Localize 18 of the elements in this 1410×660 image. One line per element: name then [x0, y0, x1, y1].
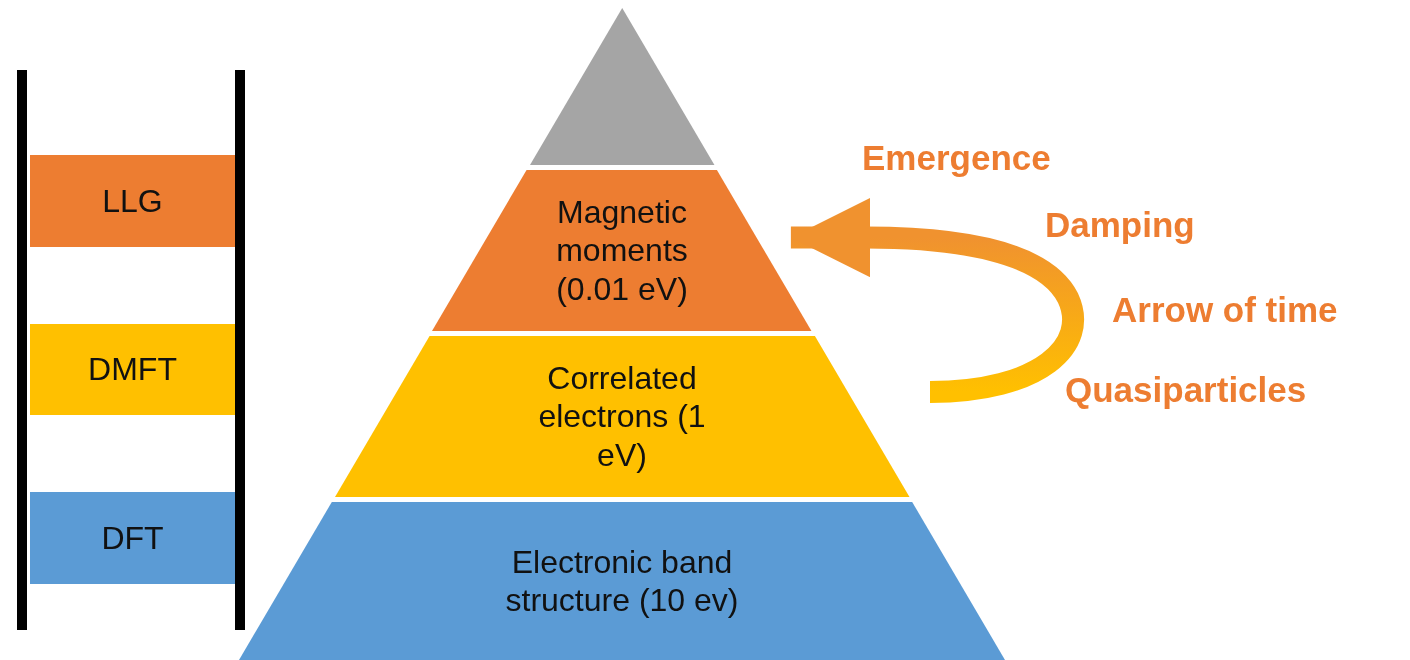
method-bar — [30, 492, 235, 584]
layer-label: Magnetic moments (0.01 eV) — [555, 192, 689, 309]
annotation-text: Quasiparticles — [1065, 370, 1307, 410]
pyramid-layer — [239, 502, 1005, 660]
method-label: DFT — [101, 518, 164, 558]
pyramid-layer — [432, 170, 812, 331]
pyramid-apex — [529, 8, 715, 165]
pyramid-layer — [334, 336, 910, 497]
method-bar — [30, 324, 235, 415]
curved-arrow — [790, 198, 1084, 403]
annotation-text: Damping — [1045, 205, 1195, 245]
method-label: DMFT — [88, 350, 177, 389]
method-label: LLG — [102, 181, 163, 221]
annotation-text: Emergence — [862, 138, 1051, 178]
method-bar — [30, 155, 235, 247]
annotation-text: Arrow of time — [1112, 290, 1338, 330]
layer-label: Electronic band structure (10 ev) — [504, 542, 740, 620]
layer-label: Correlated electrons (1 eV) — [537, 358, 707, 475]
